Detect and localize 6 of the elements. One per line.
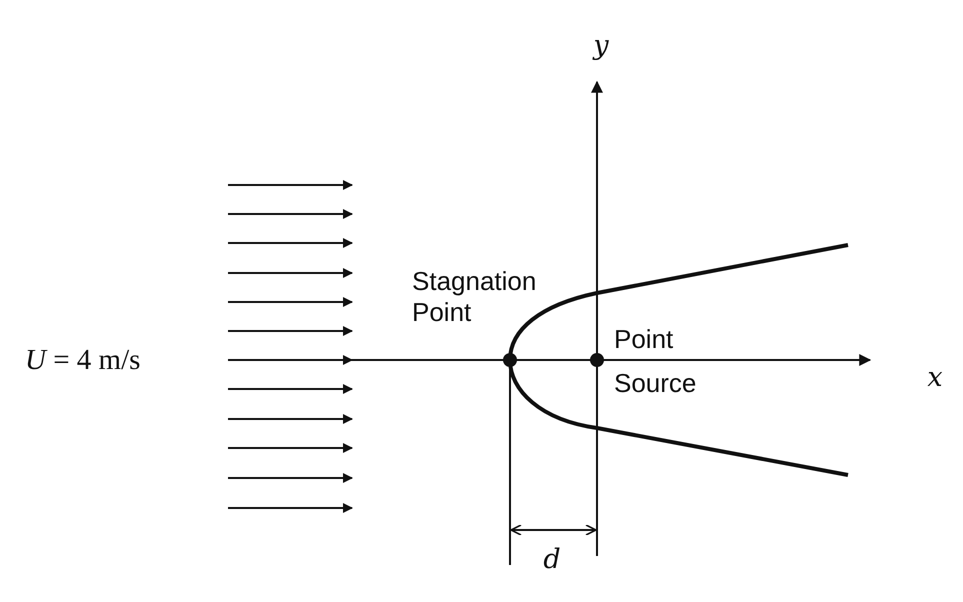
velocity-label: U = 4 m/s bbox=[25, 343, 142, 378]
point-label: Point Source bbox=[614, 323, 698, 400]
axis-label: y bbox=[592, 30, 610, 62]
dimension-label: d bbox=[542, 544, 562, 576]
point-label: Stagnation Point bbox=[412, 266, 538, 328]
axis-label: x bbox=[926, 362, 944, 394]
